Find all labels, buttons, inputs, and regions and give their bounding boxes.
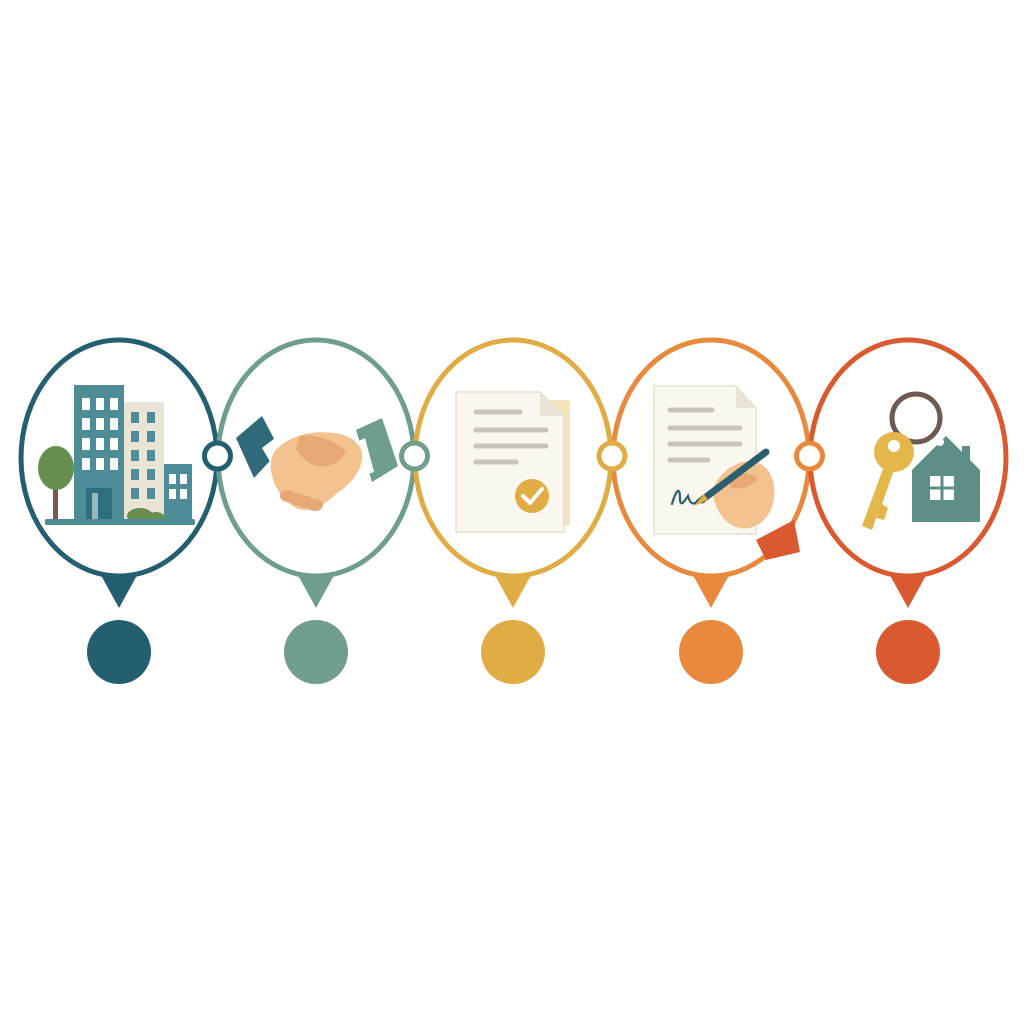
stage-marker-dot — [876, 620, 940, 684]
hand-shadow — [296, 435, 346, 467]
building-window — [131, 488, 139, 499]
house-chimney — [962, 446, 970, 462]
house-keys-icon — [862, 391, 980, 530]
pen-tip — [694, 494, 708, 506]
key-blade — [862, 466, 894, 530]
building-window — [96, 458, 104, 470]
cream-building — [124, 402, 164, 521]
bubble-pointer — [689, 568, 733, 608]
building-window — [82, 398, 90, 410]
building-window — [82, 438, 90, 450]
bubble-pointer — [294, 568, 338, 608]
connector-ring — [596, 440, 628, 472]
building-window — [96, 418, 104, 430]
bubble-pointer — [491, 568, 535, 608]
connector-ring — [399, 440, 430, 472]
stage-marker-dot — [481, 620, 545, 684]
stage-marker-dot — [679, 620, 743, 684]
stage-marker-dot — [284, 620, 348, 684]
tree-trunk — [53, 470, 58, 520]
connector-ring — [202, 440, 233, 472]
timeline-stage — [18, 337, 220, 684]
building-window — [147, 412, 155, 423]
building-window — [96, 438, 104, 450]
handshake-icon — [236, 416, 398, 511]
bubble-pointer — [886, 568, 930, 608]
connector-ring — [794, 440, 825, 472]
city-buildings-icon — [38, 385, 195, 525]
building-window — [110, 438, 118, 450]
check-mark — [521, 487, 544, 505]
approved-document-icon — [455, 391, 570, 533]
door-glass — [92, 493, 98, 521]
finger — [307, 499, 323, 511]
building-window — [82, 458, 90, 470]
timeline-stage — [610, 337, 812, 684]
building-window — [169, 489, 176, 499]
timeline-stage — [215, 337, 417, 684]
bubble-pointer — [97, 568, 141, 608]
building-window — [169, 474, 176, 484]
tree-canopy — [38, 446, 74, 490]
signature — [670, 489, 706, 506]
tag-hole — [936, 438, 944, 446]
ground-line — [45, 519, 195, 525]
building-window — [96, 398, 104, 410]
document-fold — [540, 392, 564, 416]
building-window — [131, 431, 139, 442]
building-window — [82, 418, 90, 430]
building-window — [147, 488, 155, 499]
right-sleeve — [356, 418, 398, 482]
signing-document-icon — [653, 385, 800, 560]
timeline-stage — [807, 337, 1009, 684]
building-window — [147, 431, 155, 442]
building-window — [180, 489, 187, 499]
building-window — [131, 450, 139, 461]
timeline-stage — [412, 337, 614, 684]
stage-marker-dot — [87, 620, 151, 684]
building-window — [147, 450, 155, 461]
building-window — [180, 474, 187, 484]
building-window — [110, 458, 118, 470]
key-hole — [888, 440, 900, 452]
building-door — [86, 488, 112, 521]
pen-body — [698, 448, 770, 504]
building-window — [131, 469, 139, 480]
building-window — [110, 418, 118, 430]
document-fold — [736, 386, 756, 408]
building-window — [110, 398, 118, 410]
key-ring — [889, 391, 943, 445]
small-building — [164, 464, 192, 521]
building-window — [147, 469, 155, 480]
sleeve — [756, 520, 800, 560]
building-window — [131, 412, 139, 423]
check-badge — [515, 479, 549, 513]
left-sleeve — [236, 416, 280, 478]
